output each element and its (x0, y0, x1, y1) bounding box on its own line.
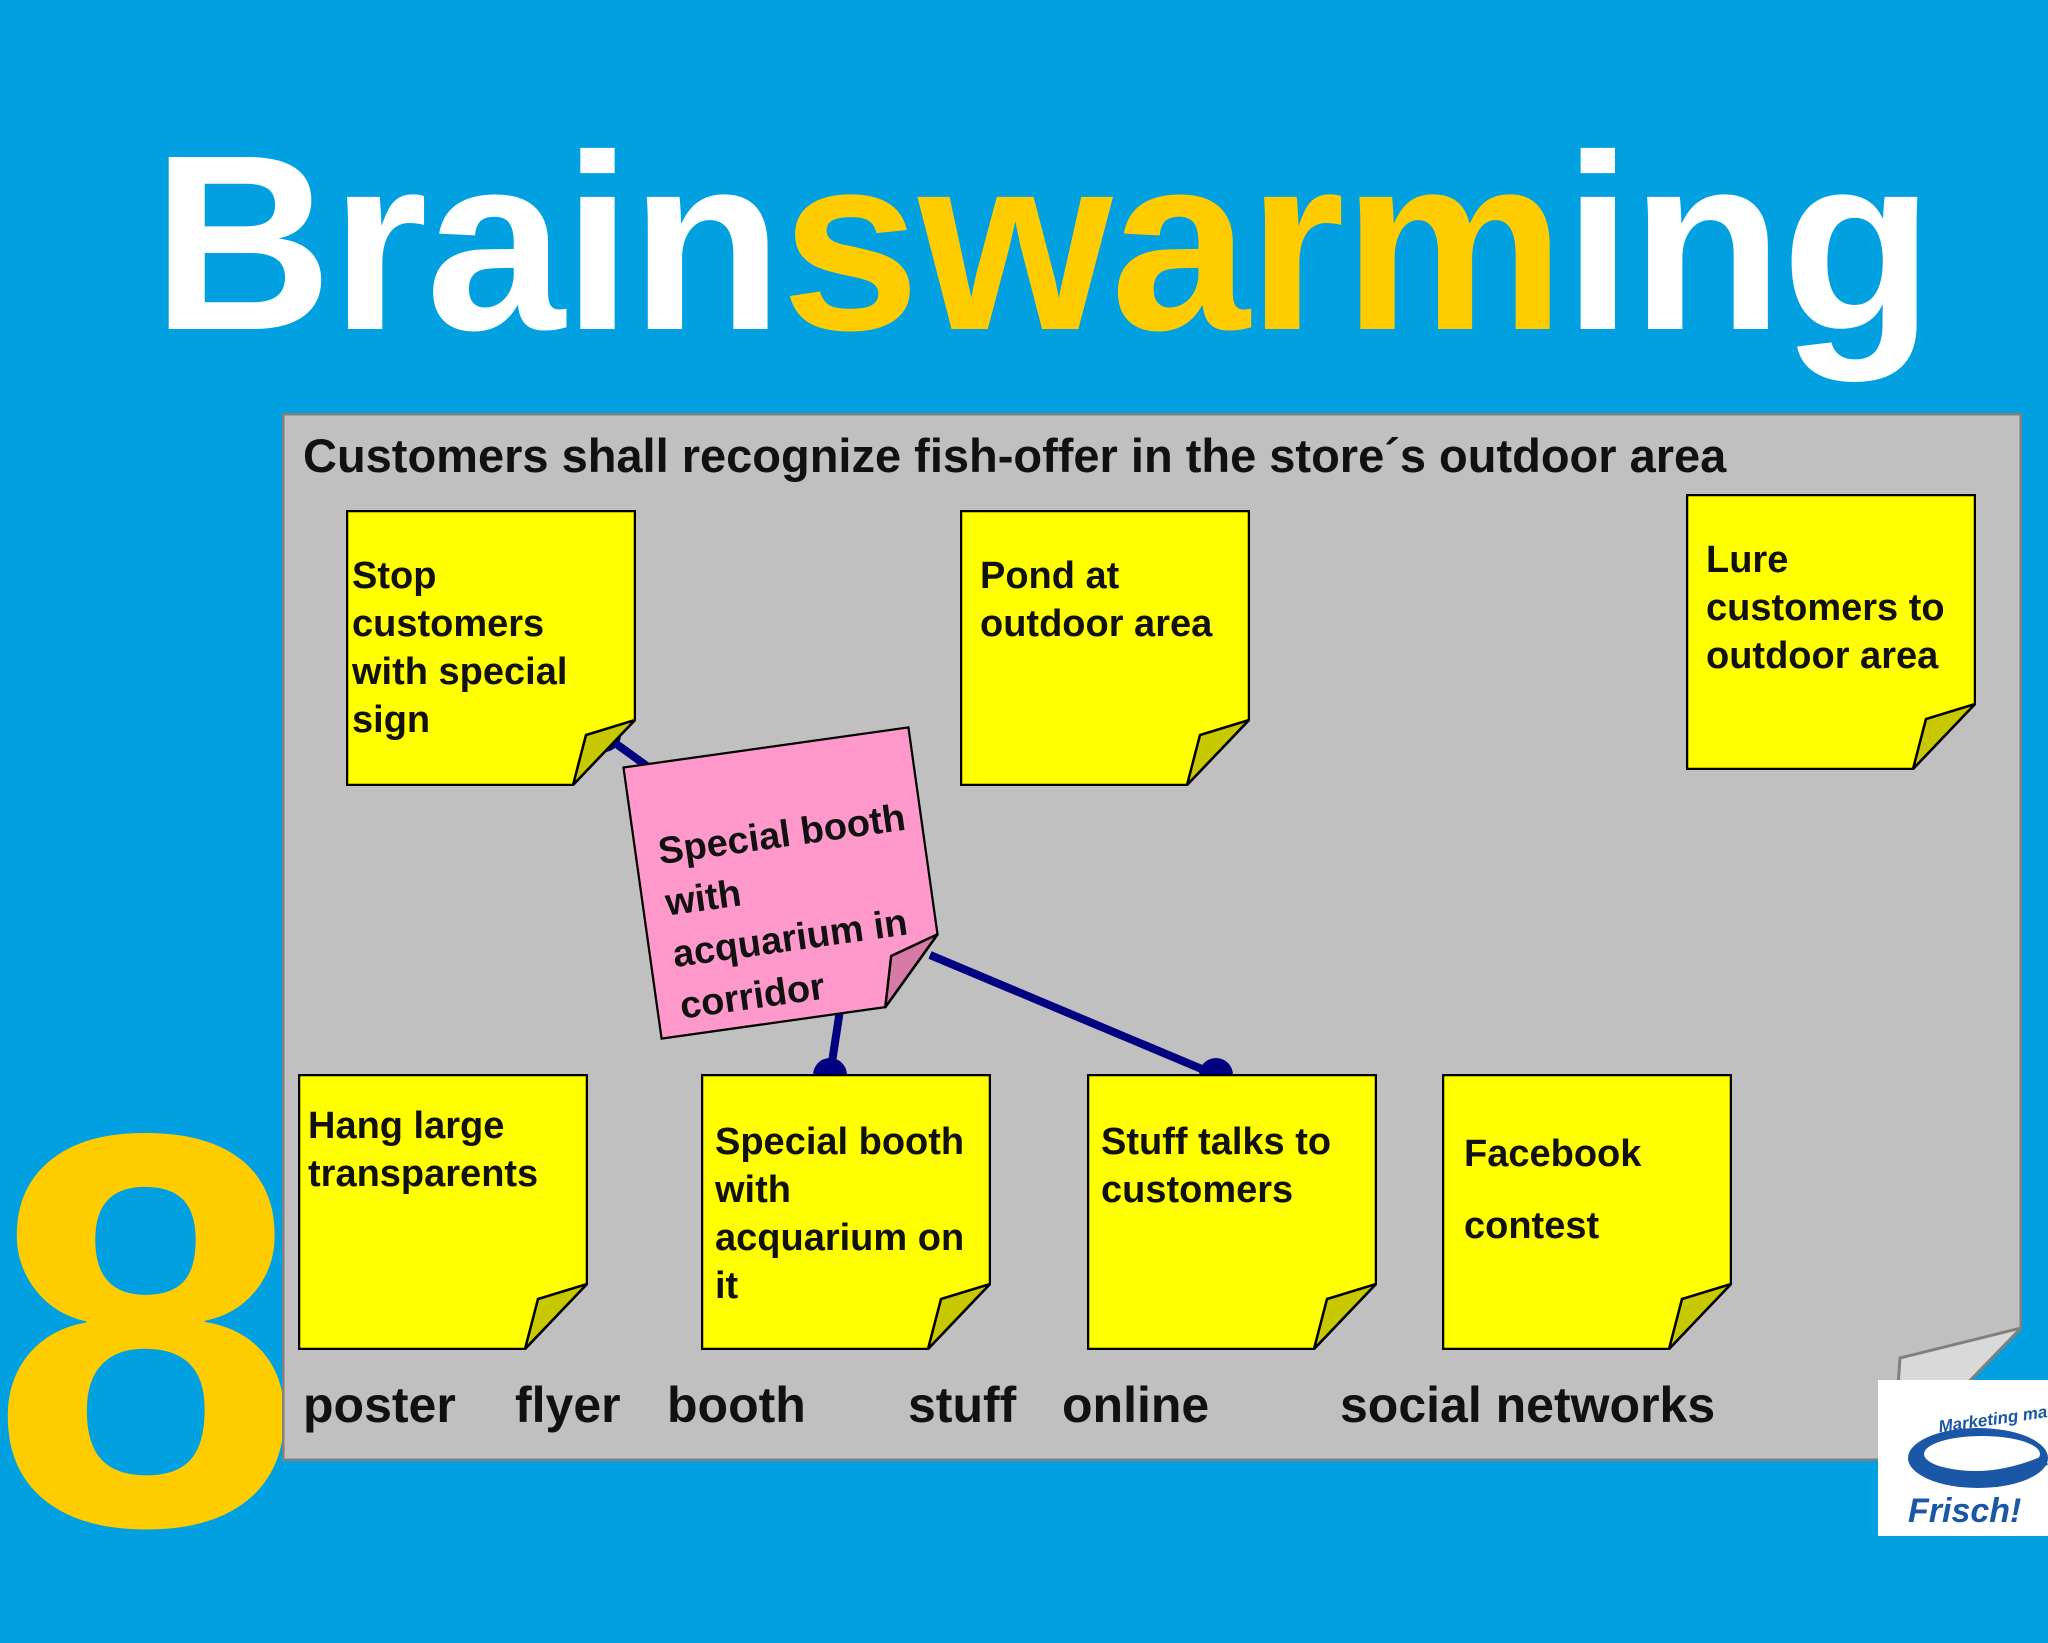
title-part-brain: Brain (152, 103, 783, 382)
sticky-note-text: Special booth with acquarium on it (715, 1121, 965, 1307)
logo-brand: Frisch! (1908, 1492, 2022, 1530)
sticky-note-text: Lure customers to outdoor area (1706, 539, 1945, 677)
sticky-note: Pond at outdoor area (960, 510, 1250, 786)
board-headline: Customers shall recognize fish-offer in … (303, 429, 1727, 482)
sticky-note-text: Stop customers with special sign (352, 555, 568, 741)
sticky-note: Lure customers to outdoor area (1686, 494, 1976, 770)
category-label: flyer (515, 1377, 621, 1433)
category-label: stuff (908, 1377, 1017, 1433)
sticky-note-text: Hang large transparents (308, 1105, 539, 1195)
title-part-swarm: swarm (781, 103, 1565, 382)
sticky-note-text: Pond at outdoor area (980, 555, 1213, 645)
category-label: online (1062, 1377, 1210, 1433)
title-part-ing: ing (1563, 103, 1934, 382)
sticky-note-text: Facebook contest (1464, 1133, 1642, 1247)
sticky-note: Stop customers with special sign (346, 510, 636, 786)
category-label: poster (303, 1377, 456, 1433)
fish-swoosh-icon (1908, 1428, 2048, 1488)
central-sticky-note: Special booth with acquarium in corridor (622, 726, 948, 1040)
category-label: social networks (1340, 1377, 1716, 1433)
sticky-note: Facebook contest (1442, 1074, 1732, 1350)
brand-logo: Marketing macht Frisch! (1878, 1380, 2048, 1536)
sticky-note: Special booth with acquarium on it (701, 1074, 991, 1350)
page-title: Brainswarming (152, 118, 1934, 368)
category-label: booth (667, 1377, 806, 1433)
central-sticky-note-text: Special booth with acquarium in corridor (655, 796, 911, 1028)
slide-number: 8 (0, 1017, 302, 1643)
sticky-note: Hang large transparents (298, 1074, 588, 1350)
sticky-note-text: Stuff talks to customers (1101, 1121, 1332, 1211)
sticky-note: Stuff talks to customers (1087, 1074, 1377, 1350)
